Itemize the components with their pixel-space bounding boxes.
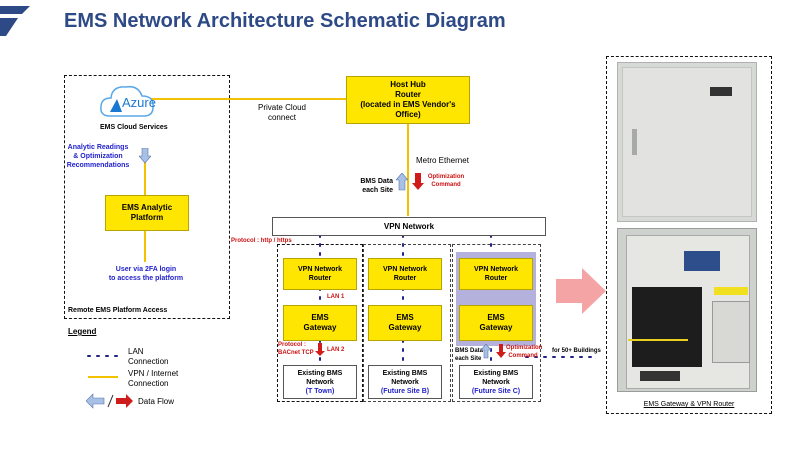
site-b-router-box: VPN Network Router (368, 258, 442, 290)
site-b-container (363, 244, 451, 402)
lan2-label: LAN 2 (327, 347, 345, 353)
site-c-gateway-box: EMS Gateway (459, 305, 533, 341)
lan1-label: LAN 1 (327, 294, 345, 300)
down-arrow-icon (139, 148, 151, 164)
company-logo (0, 6, 30, 36)
legend-data-flow-label: Data Flow (138, 397, 175, 406)
vpn-network-bar: VPN Network (272, 217, 546, 236)
top-optimization-label: Optimization Command (427, 174, 465, 188)
metro-ethernet-label: Metro Ethernet (416, 156, 469, 165)
for-buildings-label: for 50+ Buildings (552, 348, 601, 354)
photo-panel (606, 56, 772, 414)
site-b-gateway-box: EMS Gateway (368, 305, 442, 341)
site-c-bms-box: Existing BMS Network (Future Site C) (459, 365, 533, 399)
up-arrow-icon (481, 344, 491, 359)
analytic-readings-label: Analytic Readings & Optimization Recomme… (66, 144, 130, 169)
site-c-router-box: VPN Network Router (459, 258, 533, 290)
site-c-container (452, 244, 541, 402)
host-hub-router-box: Host Hub Router (located in EMS Vendor's… (346, 76, 470, 124)
remote-platform-panel (64, 75, 230, 319)
down-arrow-icon (315, 343, 325, 356)
analytic-platform-box: EMS Analytic Platform (105, 195, 189, 231)
azure-cloud-icon (100, 85, 154, 117)
cabinet-closed-photo (617, 62, 757, 222)
site-a-container (277, 244, 363, 402)
private-cloud-label: Private Cloud connect (257, 103, 307, 122)
site-a-bms-box: Existing BMS Network (T Town) (283, 365, 357, 399)
site-a-router-box: VPN Network Router (283, 258, 357, 290)
protocol-http-label: Protocol : http / https (231, 238, 292, 244)
down-arrow-icon (496, 344, 506, 358)
azure-label: Azure (122, 95, 156, 110)
up-arrow-icon (396, 173, 408, 191)
top-bms-data-label: BMS Data each Site (360, 178, 393, 194)
user-login-label: User via 2FA login to access the platfor… (108, 266, 184, 282)
protocol-bacnet-label: Protocol : BACnet TCP (278, 342, 314, 356)
photo-caption: EMS Gateway & VPN Router (643, 401, 735, 408)
site-c-bms-data-label: BMS Data each Site (455, 348, 484, 362)
right-arrow-icon (556, 268, 606, 314)
cabinet-open-photo (617, 228, 757, 392)
data-flow-icon (86, 393, 133, 409)
legend-title: Legend (68, 327, 97, 336)
page-title: EMS Network Architecture Schematic Diagr… (64, 10, 506, 32)
cloud-services-label: EMS Cloud Services (100, 124, 168, 131)
site-a-gateway-box: EMS Gateway (283, 305, 357, 341)
remote-panel-label: Remote EMS Platform Access (68, 307, 168, 314)
legend-vpn-label: VPN / Internet Connection (128, 369, 179, 388)
legend-lan-label: LAN Connection (128, 347, 169, 366)
down-arrow-icon (412, 173, 424, 190)
site-b-bms-box: Existing BMS Network (Future Site B) (368, 365, 442, 399)
site-c-optimization-label: Optimization Command (506, 345, 543, 359)
